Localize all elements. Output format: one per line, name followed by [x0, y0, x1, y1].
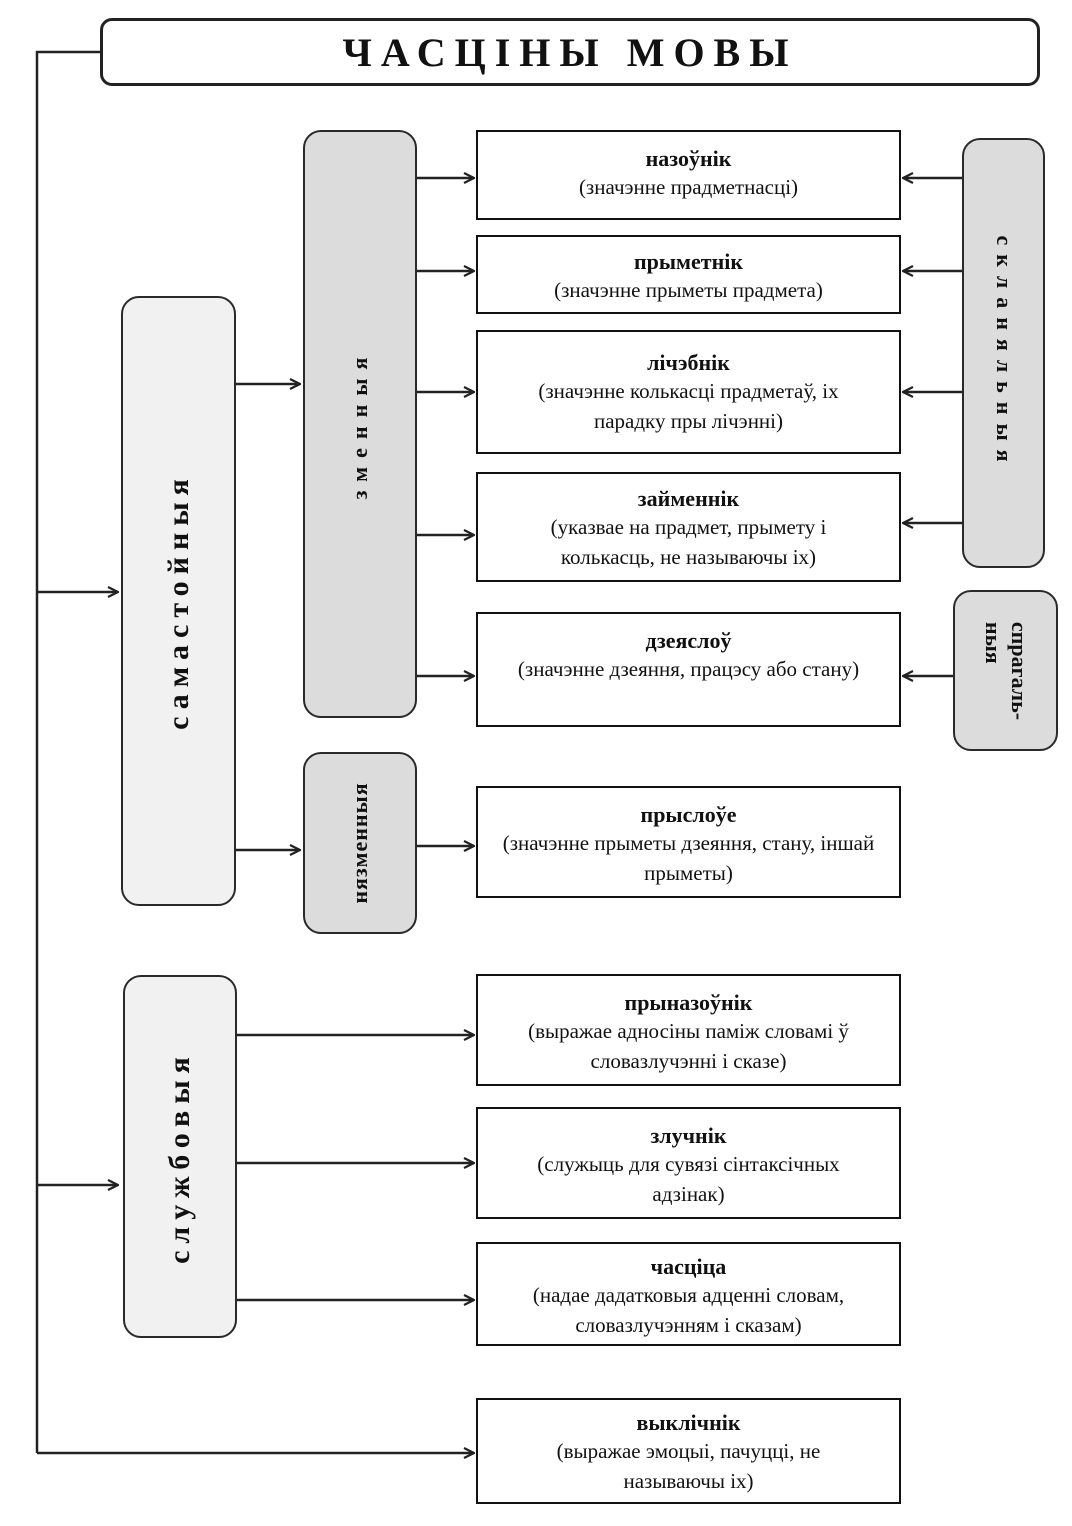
diagram-title: ЧАСЦІНЫ МОВЫ — [100, 18, 1040, 86]
part-desc: (значэнне прадметнасці) — [578, 175, 799, 199]
part-desc: (указвае на прадмет, прымету і колькасць… — [550, 515, 827, 569]
part-desc: (выражае эмоцыі, пачуцці, не называючы і… — [556, 1439, 821, 1493]
declinable-box: скланяльныя — [962, 138, 1045, 568]
part-name: назоўнік — [645, 146, 732, 171]
part-name: прыназоўнік — [624, 990, 753, 1015]
unchangeable-box: нязменныя — [303, 752, 417, 934]
conjugable-box: спрагаль- ныя — [953, 590, 1058, 751]
part-name: выклічнік — [636, 1410, 741, 1435]
unchangeable-label: нязменныя — [347, 782, 372, 904]
part-desc: (значэнне прыметы прадмета) — [554, 278, 823, 302]
changeable-label: зменныя — [347, 348, 372, 500]
part-name: прыметнік — [633, 249, 744, 274]
trunk-line — [35, 50, 100, 1453]
part-box-verb: дзеяслоў (значэнне дзеяння, працэсу або … — [476, 612, 901, 727]
declinable-label: скланяльныя — [991, 235, 1017, 471]
independent-label: самастойныя — [161, 472, 195, 730]
conjugable-label-line1: спрагаль- — [1006, 621, 1032, 720]
conjugable-label: спрагаль- ныя — [980, 621, 1032, 719]
auxiliary-label: службовыя — [163, 1049, 196, 1264]
part-box-conjunction: злучнік (служыць для сувязі сінтаксічных… — [476, 1107, 901, 1219]
part-box-particle: часціца (надае дадатковыя адценні словам… — [476, 1242, 901, 1346]
independent-box: самастойныя — [121, 296, 236, 906]
part-box-adjective: прыметнік (значэнне прыметы прадмета) — [476, 235, 901, 314]
auxiliary-box: службовыя — [123, 975, 237, 1338]
part-name: займеннік — [637, 486, 740, 511]
part-box-adverb: прыслоўе (значэнне прыметы дзеяння, стан… — [476, 786, 901, 898]
part-desc: (надае дадатковыя адценні словам, словаз… — [532, 1283, 845, 1337]
part-name: злучнік — [650, 1123, 727, 1148]
part-desc: (значэнне дзеяння, працэсу або стану) — [517, 657, 860, 681]
part-name: лічэбнік — [647, 350, 730, 375]
part-desc: (служыць для сувязі сінтаксічных адзінак… — [537, 1152, 840, 1206]
part-name: часціца — [650, 1254, 727, 1279]
part-box-pronoun: займеннік (указвае на прадмет, прымету і… — [476, 472, 901, 582]
part-box-numeral: лічэбнік (значэнне колькасці прадметаў, … — [476, 330, 901, 454]
part-desc: (выражае адносіны паміж словамі ў словаз… — [528, 1019, 849, 1073]
part-name: дзеяслоў — [645, 628, 732, 653]
part-name: прыслоўе — [640, 802, 737, 827]
part-desc: (значэнне колькасці прадметаў, іх парадк… — [538, 379, 839, 433]
changeable-box: зменныя — [303, 130, 417, 718]
part-box-noun: назоўнік (значэнне прадметнасці) — [476, 130, 901, 220]
part-desc: (значэнне прыметы дзеяння, стану, іншай … — [502, 831, 875, 885]
conjugable-label-line2: ныя — [980, 621, 1006, 664]
part-box-interjection: выклічнік (выражае эмоцыі, пачуцці, не н… — [476, 1398, 901, 1504]
part-box-preposition: прыназоўнік (выражае адносіны паміж слов… — [476, 974, 901, 1086]
